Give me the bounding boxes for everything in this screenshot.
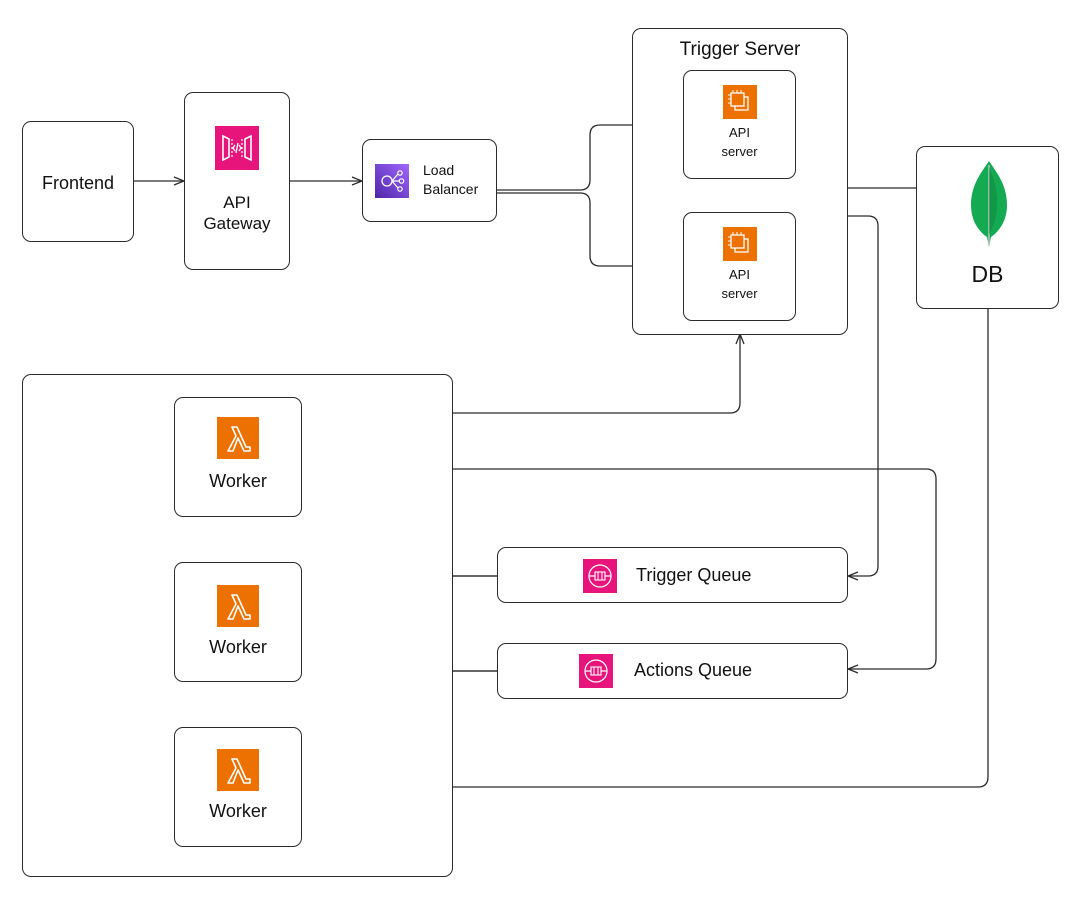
api-server-2-label-line1: API [729, 267, 750, 282]
edge-workers-to-db [453, 309, 989, 788]
trigger-queue-node[interactable]: Trigger Queue [497, 547, 848, 603]
lambda-icon [217, 417, 259, 459]
worker-2-label: Worker [209, 637, 267, 657]
lambda-icon [217, 749, 259, 791]
edge-trigger-server-to-trigger-queue [848, 215, 879, 576]
worker-1-label: Worker [209, 471, 267, 491]
mongodb-leaf-icon [967, 159, 1011, 249]
lambda-icon [217, 585, 259, 627]
api-server-1-label-line1: API [729, 125, 750, 140]
sqs-queue-icon [583, 559, 617, 593]
api-gateway-node[interactable]: API Gateway [184, 92, 290, 270]
worker-3-label: Worker [209, 801, 267, 821]
api-server-1-label-line2: server [721, 144, 758, 159]
db-label: DB [971, 261, 1004, 287]
ec2-server-icon [723, 227, 757, 261]
actions-queue-label: Actions Queue [634, 660, 753, 680]
load-balancer-icon [375, 164, 409, 198]
api-gateway-label-line2: Gateway [203, 214, 271, 233]
actions-queue-node[interactable]: Actions Queue [497, 643, 848, 699]
edge-workers-to-actions-queue [453, 468, 937, 669]
ec2-server-icon [723, 85, 757, 119]
frontend-node[interactable]: Frontend [22, 121, 134, 242]
api-gateway-icon [215, 126, 259, 170]
edge-workers-to-trigger-server [453, 334, 740, 414]
api-gateway-label-line1: API [223, 193, 251, 212]
edge-lb-to-api-server-2 [497, 192, 683, 266]
worker-2-node[interactable]: Worker [174, 562, 302, 682]
db-node[interactable]: DB [916, 146, 1059, 309]
edge-lb-to-api-server-1 [497, 125, 683, 191]
load-balancer-label-line2: Balancer [423, 181, 479, 197]
trigger-queue-label: Trigger Queue [636, 565, 752, 585]
worker-3-node[interactable]: Worker [174, 727, 302, 847]
api-server-2-node[interactable]: API server [683, 212, 796, 321]
frontend-label: Frontend [41, 173, 115, 193]
api-server-2-label-line2: server [721, 286, 758, 301]
worker-1-node[interactable]: Worker [174, 397, 302, 517]
api-server-1-node[interactable]: API server [683, 70, 796, 179]
sqs-queue-icon [579, 654, 613, 688]
load-balancer-node[interactable]: Load Balancer [362, 139, 497, 222]
load-balancer-label-line1: Load [423, 162, 455, 178]
trigger-server-title: Trigger Server [679, 39, 801, 60]
